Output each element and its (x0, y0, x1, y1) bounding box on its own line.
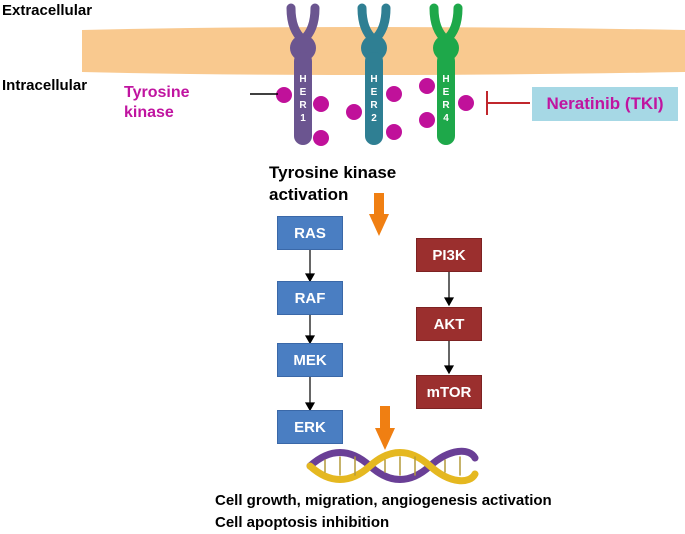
receptor-her4-stem (437, 52, 455, 145)
activation-arrow-head (369, 214, 389, 236)
tyrosine-kinase-label: Tyrosine kinase (124, 83, 190, 123)
activation-line1: Tyrosine kinase (269, 163, 397, 182)
tyrosine-kinase-line2: kinase (124, 104, 174, 121)
activation-arrow (369, 193, 389, 236)
outcome-text: Cell growth, migration, angiogenesis act… (215, 490, 552, 534)
extracellular-label: Extracellular (2, 2, 93, 19)
tyrosine-kinase-line1: Tyrosine (124, 84, 190, 101)
ras-pathway-arrows (304, 249, 316, 412)
neratinib-box: Neratinib (TKI) (532, 87, 678, 121)
receptor-her2-stem (365, 52, 383, 145)
kinase-dot (386, 86, 402, 102)
kinase-dot (313, 96, 329, 112)
receptor-her1-knob (290, 35, 316, 61)
receptor-her1-stem (294, 52, 312, 145)
kinase-dot (346, 104, 362, 120)
outcome-line2: Cell apoptosis inhibition (215, 514, 390, 531)
pi3k-pathway-arrows (443, 272, 455, 375)
arrowhead (443, 297, 455, 307)
receptor-her4 (429, 3, 463, 145)
akt-box: AKT (416, 307, 482, 341)
kinase-dot (419, 112, 435, 128)
dna-helix (306, 447, 479, 485)
dna-strand-yellow (306, 449, 479, 485)
receptor-her2-knob (361, 35, 387, 61)
arrowhead (304, 402, 316, 412)
mtor-box: mTOR (416, 375, 482, 409)
activation-line2: activation (269, 185, 349, 204)
activation-arrow-shaft (374, 193, 384, 215)
receptor-her1 (286, 3, 320, 145)
kinase-dot (276, 87, 292, 103)
downstream-arrow-shaft (380, 406, 390, 430)
downstream-arrow (375, 406, 395, 450)
activation-label: Tyrosine kinase activation (269, 162, 396, 206)
kinase-dot (386, 124, 402, 140)
arrowhead (443, 365, 455, 375)
receptor-her4-label: HER4 (442, 74, 450, 124)
receptor-her2 (357, 3, 391, 145)
pi3k-box: PI3K (416, 238, 482, 272)
receptor-her1-label: HER1 (299, 74, 307, 124)
arrowhead (304, 335, 316, 345)
kinase-dots (276, 78, 474, 146)
kinase-dot (313, 130, 329, 146)
dna-strand-purple (306, 447, 479, 483)
arrowhead (304, 273, 316, 283)
downstream-arrow-head (375, 428, 395, 450)
inhibition-symbol (486, 91, 530, 115)
dna-rungs (324, 456, 461, 476)
receptor-her4-knob (433, 35, 459, 61)
intracellular-label: Intracellular (2, 77, 88, 94)
raf-box: RAF (277, 281, 343, 315)
kinase-dot (419, 78, 435, 94)
outcome-line1: Cell growth, migration, angiogenesis act… (215, 492, 552, 509)
kinase-dot (458, 95, 474, 111)
ras-box: RAS (277, 216, 343, 250)
mek-box: MEK (277, 343, 343, 377)
receptor-her2-label: HER2 (370, 74, 378, 124)
erk-box: ERK (277, 410, 343, 444)
